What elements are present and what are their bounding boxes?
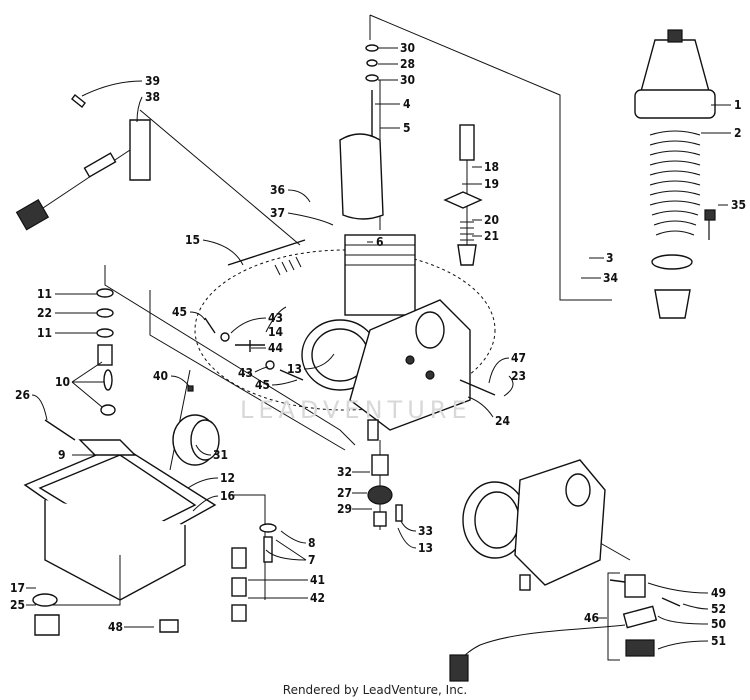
callout: 19: [484, 177, 499, 191]
callout: 33: [418, 524, 433, 538]
callout: 25: [10, 598, 25, 612]
callout: 11: [37, 287, 52, 301]
callout: 13: [287, 362, 302, 376]
callout: 43: [238, 366, 253, 380]
callout: 4: [403, 97, 411, 111]
callout: 41: [310, 573, 325, 587]
leader-lines: [26, 47, 731, 650]
callout: 46: [584, 611, 599, 625]
part-jets: [367, 454, 403, 527]
callout: 35: [731, 198, 746, 212]
callout: 17: [10, 581, 25, 595]
part-washer-3: [651, 254, 693, 270]
callout: 9: [58, 448, 66, 462]
callout: 48: [108, 620, 123, 634]
callout: 47: [511, 351, 526, 365]
callout: 29: [337, 502, 352, 516]
callout: 6: [376, 235, 384, 249]
callout: 2: [734, 126, 742, 140]
part-plug-25: [34, 614, 60, 636]
part-hoses: [204, 317, 304, 381]
footer-credit: Rendered by LeadVenture, Inc.: [282, 683, 468, 697]
callout: 12: [220, 471, 235, 485]
part-screws-7-8-41-42: [231, 523, 277, 622]
part-float-valve-parts: [44, 288, 116, 441]
callout: 5: [403, 121, 411, 135]
callout: 15: [185, 233, 200, 247]
callout: 31: [213, 448, 228, 462]
part-carburetor-lower-view: [462, 459, 606, 591]
part-cap: [634, 29, 716, 119]
callout: 14: [268, 325, 284, 339]
callout: 34: [603, 271, 619, 285]
watermark: LEADVENTURE: [240, 396, 472, 424]
part-float-bowl: [23, 439, 217, 633]
callout-labels: 30 28 30 4 5 39 38 1 2 18 19 36 37 6 20 …: [10, 41, 746, 648]
callout: 30: [400, 73, 415, 87]
callout: 10: [55, 375, 70, 389]
part-carburetor-body: [227, 234, 496, 441]
part-fittings-18-21: [443, 124, 483, 266]
callout: 52: [711, 602, 726, 616]
callout: 44: [268, 341, 284, 355]
callout: 42: [310, 591, 325, 605]
part-retainer-34: [654, 289, 691, 319]
part-cable-bracket: [15, 94, 151, 231]
callout: 18: [484, 160, 499, 174]
callout: 45: [172, 305, 187, 319]
callout: 11: [37, 326, 52, 340]
callout: 20: [484, 213, 499, 227]
part-screw-35: [704, 209, 716, 240]
callout: 13: [418, 541, 433, 555]
callout: 38: [145, 90, 160, 104]
callout: 39: [145, 74, 160, 88]
callout: 24: [495, 414, 511, 428]
callout: 40: [153, 369, 168, 383]
callout: 22: [37, 306, 52, 320]
callout: 36: [270, 183, 285, 197]
callout: 27: [337, 486, 352, 500]
callout: 8: [308, 536, 316, 550]
callout: 28: [400, 57, 415, 71]
callout: 30: [400, 41, 415, 55]
part-spring: [649, 130, 701, 236]
part-gasket-17: [32, 593, 58, 607]
callout: 45: [255, 378, 270, 392]
callout: 51: [711, 634, 726, 648]
part-float: [172, 385, 220, 466]
part-sensor-kit: [449, 572, 681, 682]
callout: 50: [711, 617, 726, 631]
callout: 26: [15, 388, 30, 402]
callout: 21: [484, 229, 499, 243]
callout: 23: [511, 369, 526, 383]
callout: 1: [734, 98, 742, 112]
callout: 49: [711, 586, 726, 600]
callout: 32: [337, 465, 352, 479]
callout: 3: [606, 251, 614, 265]
part-needle-slide: [339, 44, 384, 220]
callout: 7: [308, 553, 316, 567]
callout: 43: [268, 311, 283, 325]
callout: 37: [270, 206, 285, 220]
callout: 16: [220, 489, 235, 503]
